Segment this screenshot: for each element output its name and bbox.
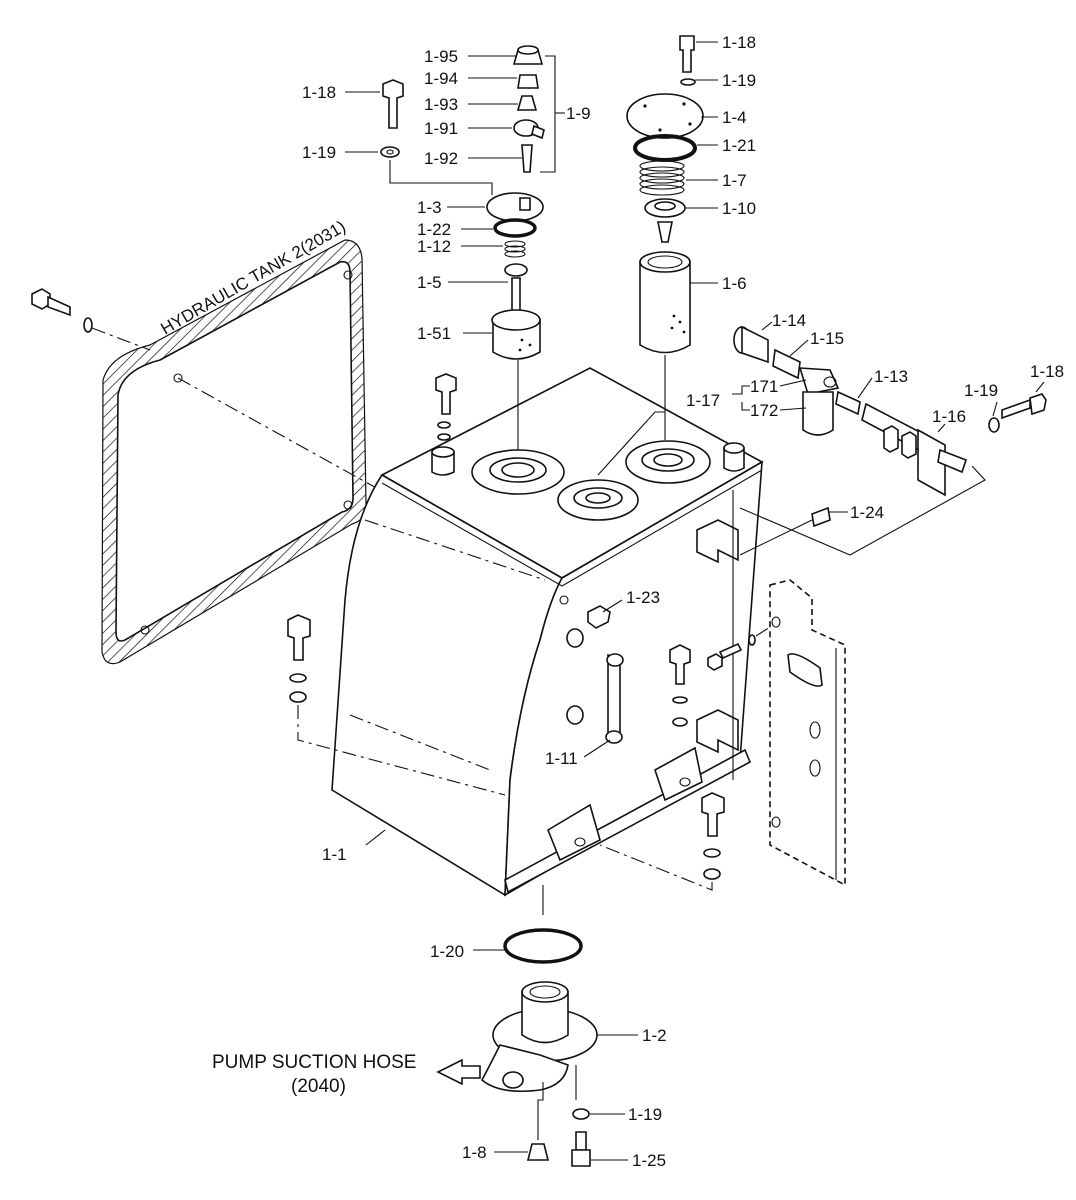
label-1-21: 1-21 (722, 136, 756, 155)
label-1-7: 1-7 (722, 171, 747, 190)
label-1-51: 1-51 (417, 324, 451, 343)
label-1-19-right: 1-19 (964, 381, 998, 400)
return-filter-group (626, 35, 704, 354)
label-1-24: 1-24 (850, 503, 884, 522)
label-1-6: 1-6 (722, 274, 747, 293)
strainer-group (380, 45, 545, 360)
rear-panel (769, 579, 846, 887)
label-1-11: 1-11 (545, 749, 578, 768)
suction-pipe-group (436, 885, 598, 1167)
label-1-94: 1-94 (424, 69, 458, 88)
label-1-92: 1-92 (424, 149, 458, 168)
label-172: 172 (750, 401, 778, 420)
label-1-18-top: 1-18 (722, 33, 756, 52)
side-cover-panel: HYDRAULIC TANK 2(2031) (101, 217, 367, 665)
pump-suction-hose-label: PUMP SUCTION HOSE (212, 1052, 416, 1073)
label-1-23: 1-23 (626, 588, 660, 607)
label-1-5: 1-5 (417, 273, 442, 292)
label-1-4: 1-4 (722, 108, 747, 127)
panel-bolt (31, 288, 381, 491)
label-1-91: 1-91 (424, 119, 458, 138)
label-1-18-right: 1-18 (1030, 362, 1064, 381)
label-1-13: 1-13 (874, 367, 908, 386)
label-1-12: 1-12 (417, 237, 451, 256)
tank-bolts (287, 373, 779, 891)
label-1-1: 1-1 (322, 845, 347, 864)
label-1-93: 1-93 (424, 95, 458, 114)
label-1-16: 1-16 (932, 407, 966, 426)
label-1-19-top: 1-19 (722, 71, 756, 90)
line-filter-group (733, 325, 1047, 556)
label-1-20: 1-20 (430, 942, 464, 961)
label-1-14: 1-14 (772, 311, 806, 330)
pump-suction-hose-ref: (2040) (291, 1076, 346, 1097)
label-171: 171 (750, 377, 778, 396)
label-1-25: 1-25 (632, 1151, 666, 1170)
level-gauge (566, 628, 624, 744)
hydraulic-tank-body (331, 367, 764, 897)
part-labels: 1-95 1-94 1-93 1-91 1-92 1-9 1-18 1-19 1… (212, 33, 1064, 1170)
label-1-10: 1-10 (722, 199, 756, 218)
label-1-19-bottom: 1-19 (628, 1105, 662, 1124)
label-1-8: 1-8 (462, 1143, 487, 1162)
leader-lines (345, 41, 1045, 1161)
label-1-3: 1-3 (417, 198, 442, 217)
label-1-22: 1-22 (417, 220, 451, 239)
label-1-9: 1-9 (566, 104, 591, 123)
label-1-95: 1-95 (424, 47, 458, 66)
label-1-19-left: 1-19 (302, 143, 336, 162)
label-1-18-left: 1-18 (302, 83, 336, 102)
label-1-2: 1-2 (642, 1026, 667, 1045)
label-1-17: 1-17 (686, 391, 720, 410)
label-1-15: 1-15 (810, 329, 844, 348)
